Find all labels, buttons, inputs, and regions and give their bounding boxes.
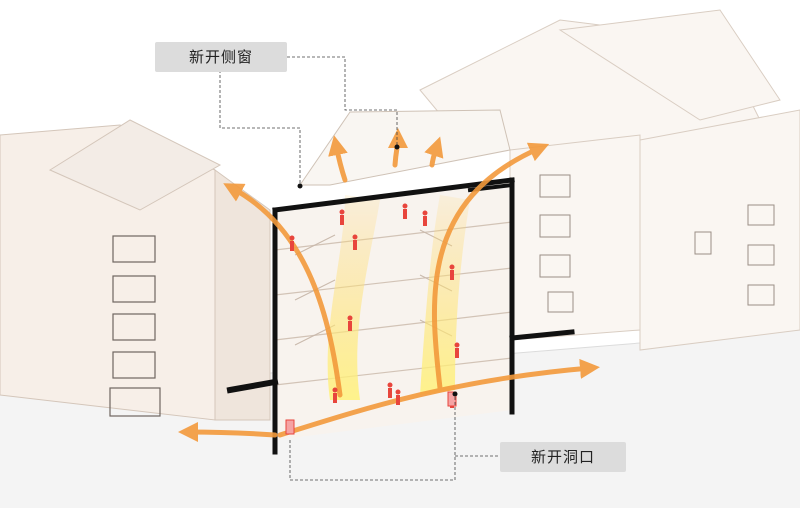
side-window-label: 新开侧窗: [155, 42, 287, 72]
person-figure-icon: [352, 234, 358, 250]
section-cut-structure: [226, 177, 575, 455]
airflow-glow-right: [420, 195, 470, 395]
people: [289, 203, 460, 408]
left-building-windows: [109, 235, 161, 417]
person-figure-icon: [395, 389, 401, 405]
airflow-glow-left: [327, 195, 380, 400]
airflow-arrow-icon: [431, 142, 550, 391]
background-windows: [539, 174, 775, 313]
person-figure-icon: [422, 210, 428, 226]
airflow-arrow-icon: [223, 183, 343, 398]
person-figure-icon: [449, 264, 455, 280]
airflow-arrow-icon: [387, 128, 408, 168]
person-figure-icon: [347, 315, 353, 331]
person-figure-icon: [332, 387, 338, 403]
airflow-arrow-icon: [277, 358, 600, 438]
airflow-arrow-icon: [424, 136, 444, 168]
skylight-roof: [299, 109, 511, 186]
person-figure-icon: [454, 342, 460, 358]
new-opening-label: 新开洞口: [500, 442, 626, 472]
person-figure-icon: [289, 235, 295, 251]
background-buildings: [419, 9, 800, 351]
airflow-arrows: [178, 128, 600, 443]
person-figure-icon: [402, 203, 408, 219]
airflow-arrow-icon: [178, 422, 278, 443]
new-opening-marker-left: [285, 419, 295, 435]
annotation-leaders: [219, 56, 500, 481]
left-building: [0, 119, 271, 421]
person-figure-icon: [339, 209, 345, 225]
person-figure-icon: [387, 382, 393, 398]
airflow-arrow-icon: [328, 135, 348, 183]
new-opening-marker-right: [447, 391, 457, 407]
